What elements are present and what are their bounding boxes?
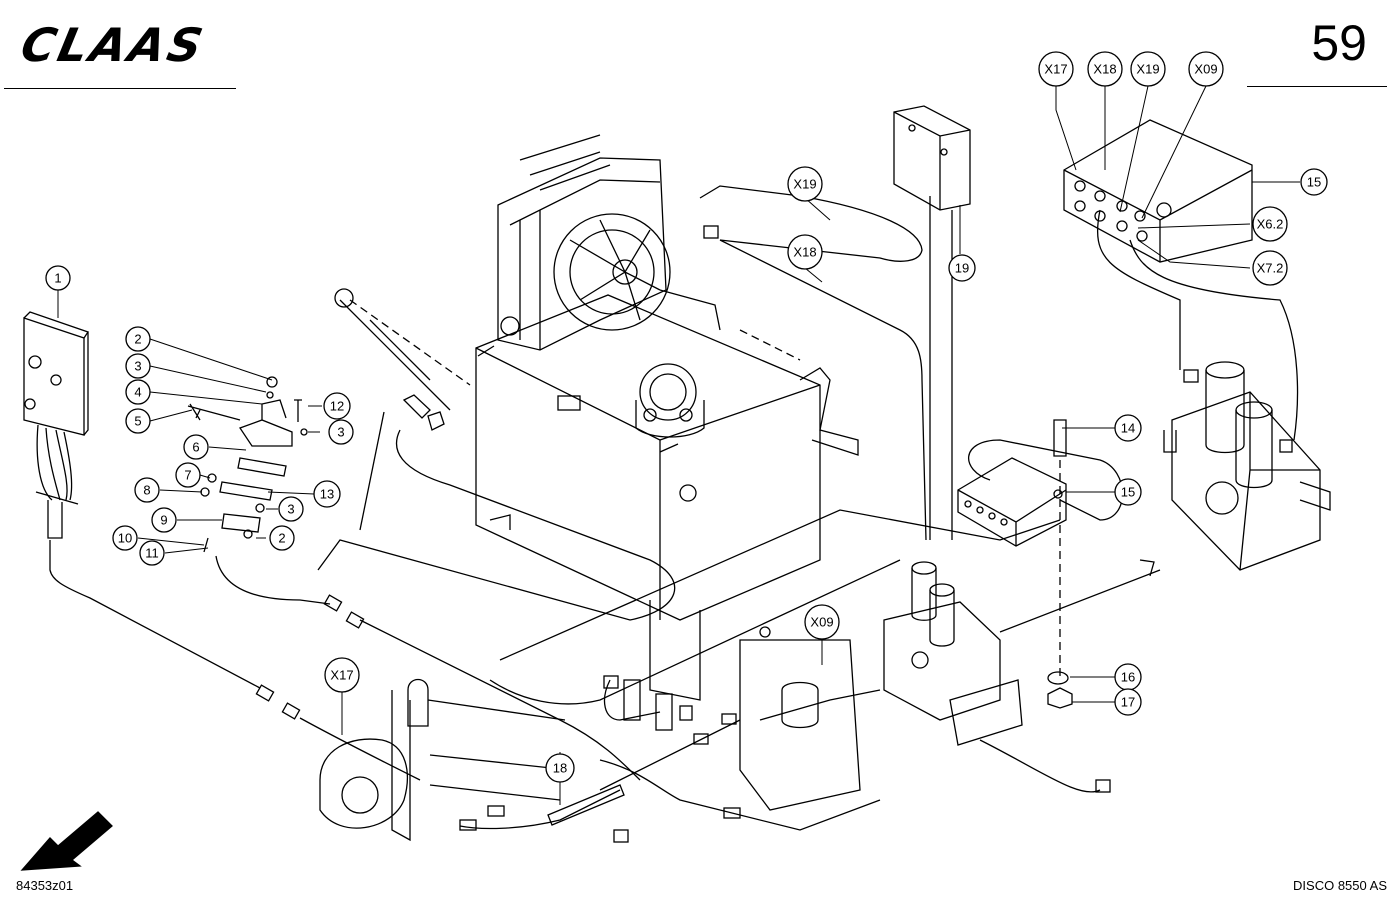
- oil-tank-frame: [475, 294, 859, 621]
- junction-box-19: [893, 105, 971, 211]
- callout-3c: [278, 496, 304, 522]
- connector-plugs: [255, 225, 1293, 843]
- callout-19: [948, 254, 976, 282]
- label-3c: 3: [287, 502, 294, 517]
- callout-11: [139, 540, 165, 566]
- valve-block-center: [883, 561, 1023, 746]
- label-16: 16: [1121, 670, 1135, 685]
- cable-harness: [49, 185, 1299, 831]
- label-x18-top: X18: [1093, 62, 1116, 77]
- label-19: 19: [955, 261, 969, 276]
- label-2b: 2: [278, 531, 285, 546]
- connector-x09-top: [1188, 51, 1224, 87]
- label-3b: 3: [337, 425, 344, 440]
- callout-9: [151, 507, 177, 533]
- label-x72: X7.2: [1257, 261, 1284, 276]
- label-x19-mid: X19: [793, 177, 816, 192]
- callout-8: [134, 477, 160, 503]
- lower-chassis: [319, 600, 861, 842]
- label-11: 11: [145, 546, 159, 561]
- label-10: 10: [118, 531, 132, 546]
- label-2a: 2: [134, 332, 141, 347]
- label-13: 13: [320, 487, 334, 502]
- drawing-id: 84353z01: [16, 878, 74, 893]
- label-6: 6: [192, 440, 199, 455]
- callout-4: [125, 379, 151, 405]
- connector-x62: [1252, 206, 1288, 242]
- connector-x18-top: [1087, 51, 1123, 87]
- callout-5: [125, 408, 151, 434]
- label-5: 5: [134, 414, 141, 429]
- connector-x72: [1252, 250, 1288, 286]
- header-rule-left: [4, 88, 236, 89]
- callout-18: [545, 753, 575, 783]
- callout-3b: [328, 419, 354, 445]
- callout-circles: [45, 51, 1328, 783]
- label-15a: 15: [1307, 175, 1321, 190]
- connector-x19-top: [1130, 51, 1166, 87]
- connector-x09-mid: [804, 604, 840, 640]
- callout-12: [323, 392, 351, 420]
- label-x09-mid: X09: [810, 615, 833, 630]
- callout-1: [45, 265, 71, 291]
- callout-15b: [1114, 478, 1142, 506]
- control-box: [23, 311, 90, 539]
- label-x09-top: X09: [1194, 62, 1217, 77]
- connector-x19-mid: [787, 166, 823, 202]
- callout-17: [1114, 688, 1142, 716]
- callout-2a: [125, 326, 151, 352]
- label-x62: X6.2: [1257, 217, 1284, 232]
- callout-13: [313, 480, 341, 508]
- cooler-fan: [497, 134, 721, 351]
- dashed-guides: [349, 299, 1061, 676]
- bracket-parts: [187, 376, 308, 553]
- label-x18-mid: X18: [793, 245, 816, 260]
- label-1: 1: [54, 271, 61, 286]
- connector-x17-low: [324, 657, 360, 693]
- label-x17-low: X17: [330, 668, 353, 683]
- callout-2b: [269, 525, 295, 551]
- callout-14: [1114, 414, 1142, 442]
- callout-7: [175, 462, 201, 488]
- label-x17-top: X17: [1044, 62, 1067, 77]
- callout-10: [112, 525, 138, 551]
- label-17: 17: [1121, 695, 1135, 710]
- direction-arrow: [20, 811, 113, 871]
- label-3a: 3: [134, 359, 141, 374]
- label-12: 12: [330, 399, 344, 414]
- valve-block-right: [1163, 361, 1331, 571]
- label-x19-top: X19: [1136, 62, 1159, 77]
- callout-leaders: [57, 80, 1300, 805]
- control-module-top: [1063, 119, 1253, 263]
- label-9: 9: [160, 513, 167, 528]
- callout-15a: [1300, 168, 1328, 196]
- connector-x17-top: [1038, 51, 1074, 87]
- callout-6: [183, 434, 209, 460]
- callout-3a: [125, 353, 151, 379]
- header-rule-right: [1247, 86, 1387, 87]
- label-4: 4: [134, 385, 141, 400]
- page-number: 59: [1311, 15, 1367, 71]
- label-8: 8: [143, 483, 150, 498]
- connector-x18-mid: [787, 234, 823, 270]
- pump: [635, 363, 705, 438]
- label-18: 18: [553, 761, 567, 776]
- label-7: 7: [184, 468, 191, 483]
- label-15b: 15: [1121, 485, 1135, 500]
- label-14: 14: [1121, 421, 1135, 436]
- model-name: DISCO 8550 AS: [1293, 878, 1387, 893]
